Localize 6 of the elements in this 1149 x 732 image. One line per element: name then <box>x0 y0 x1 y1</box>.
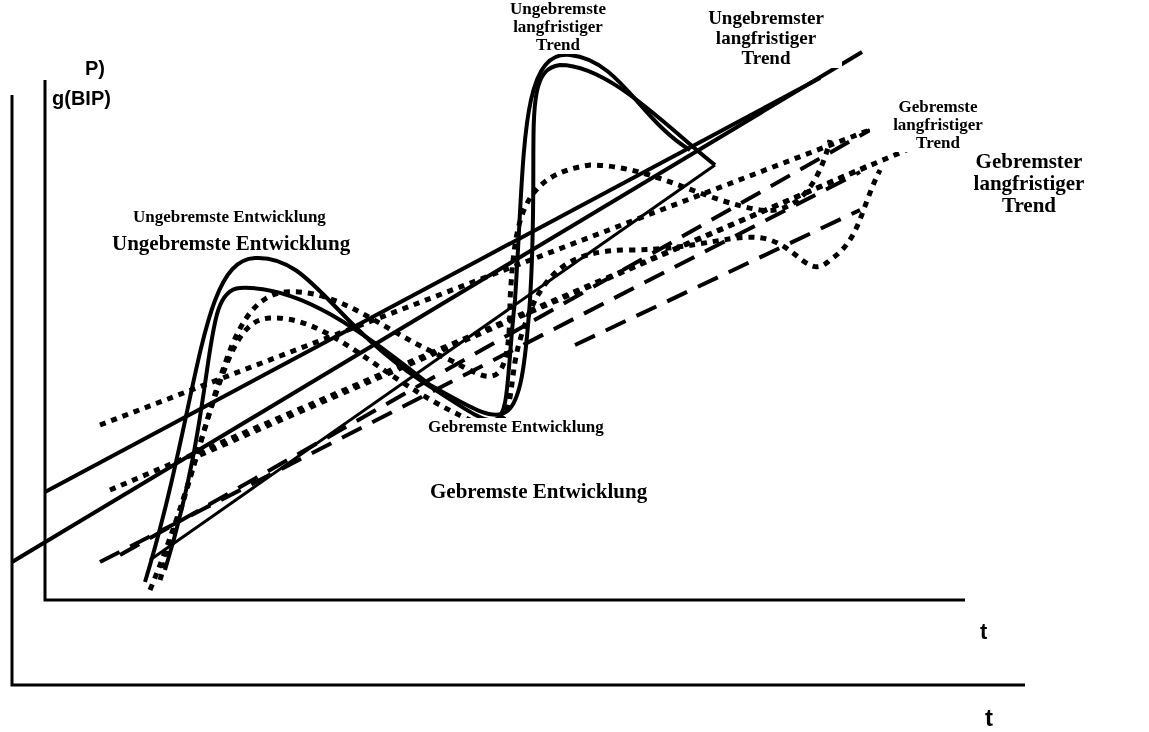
axis-label: g(BIP) <box>52 88 111 109</box>
curve-label: Ungebremste Entwicklung <box>133 208 326 226</box>
axis-label: P) <box>85 58 105 79</box>
curve-label: Gebremste Entwicklung <box>428 418 604 436</box>
curve-label: Ungebremste Entwicklung <box>112 232 351 255</box>
curve-label: Gebremste Entwicklung <box>430 480 648 503</box>
